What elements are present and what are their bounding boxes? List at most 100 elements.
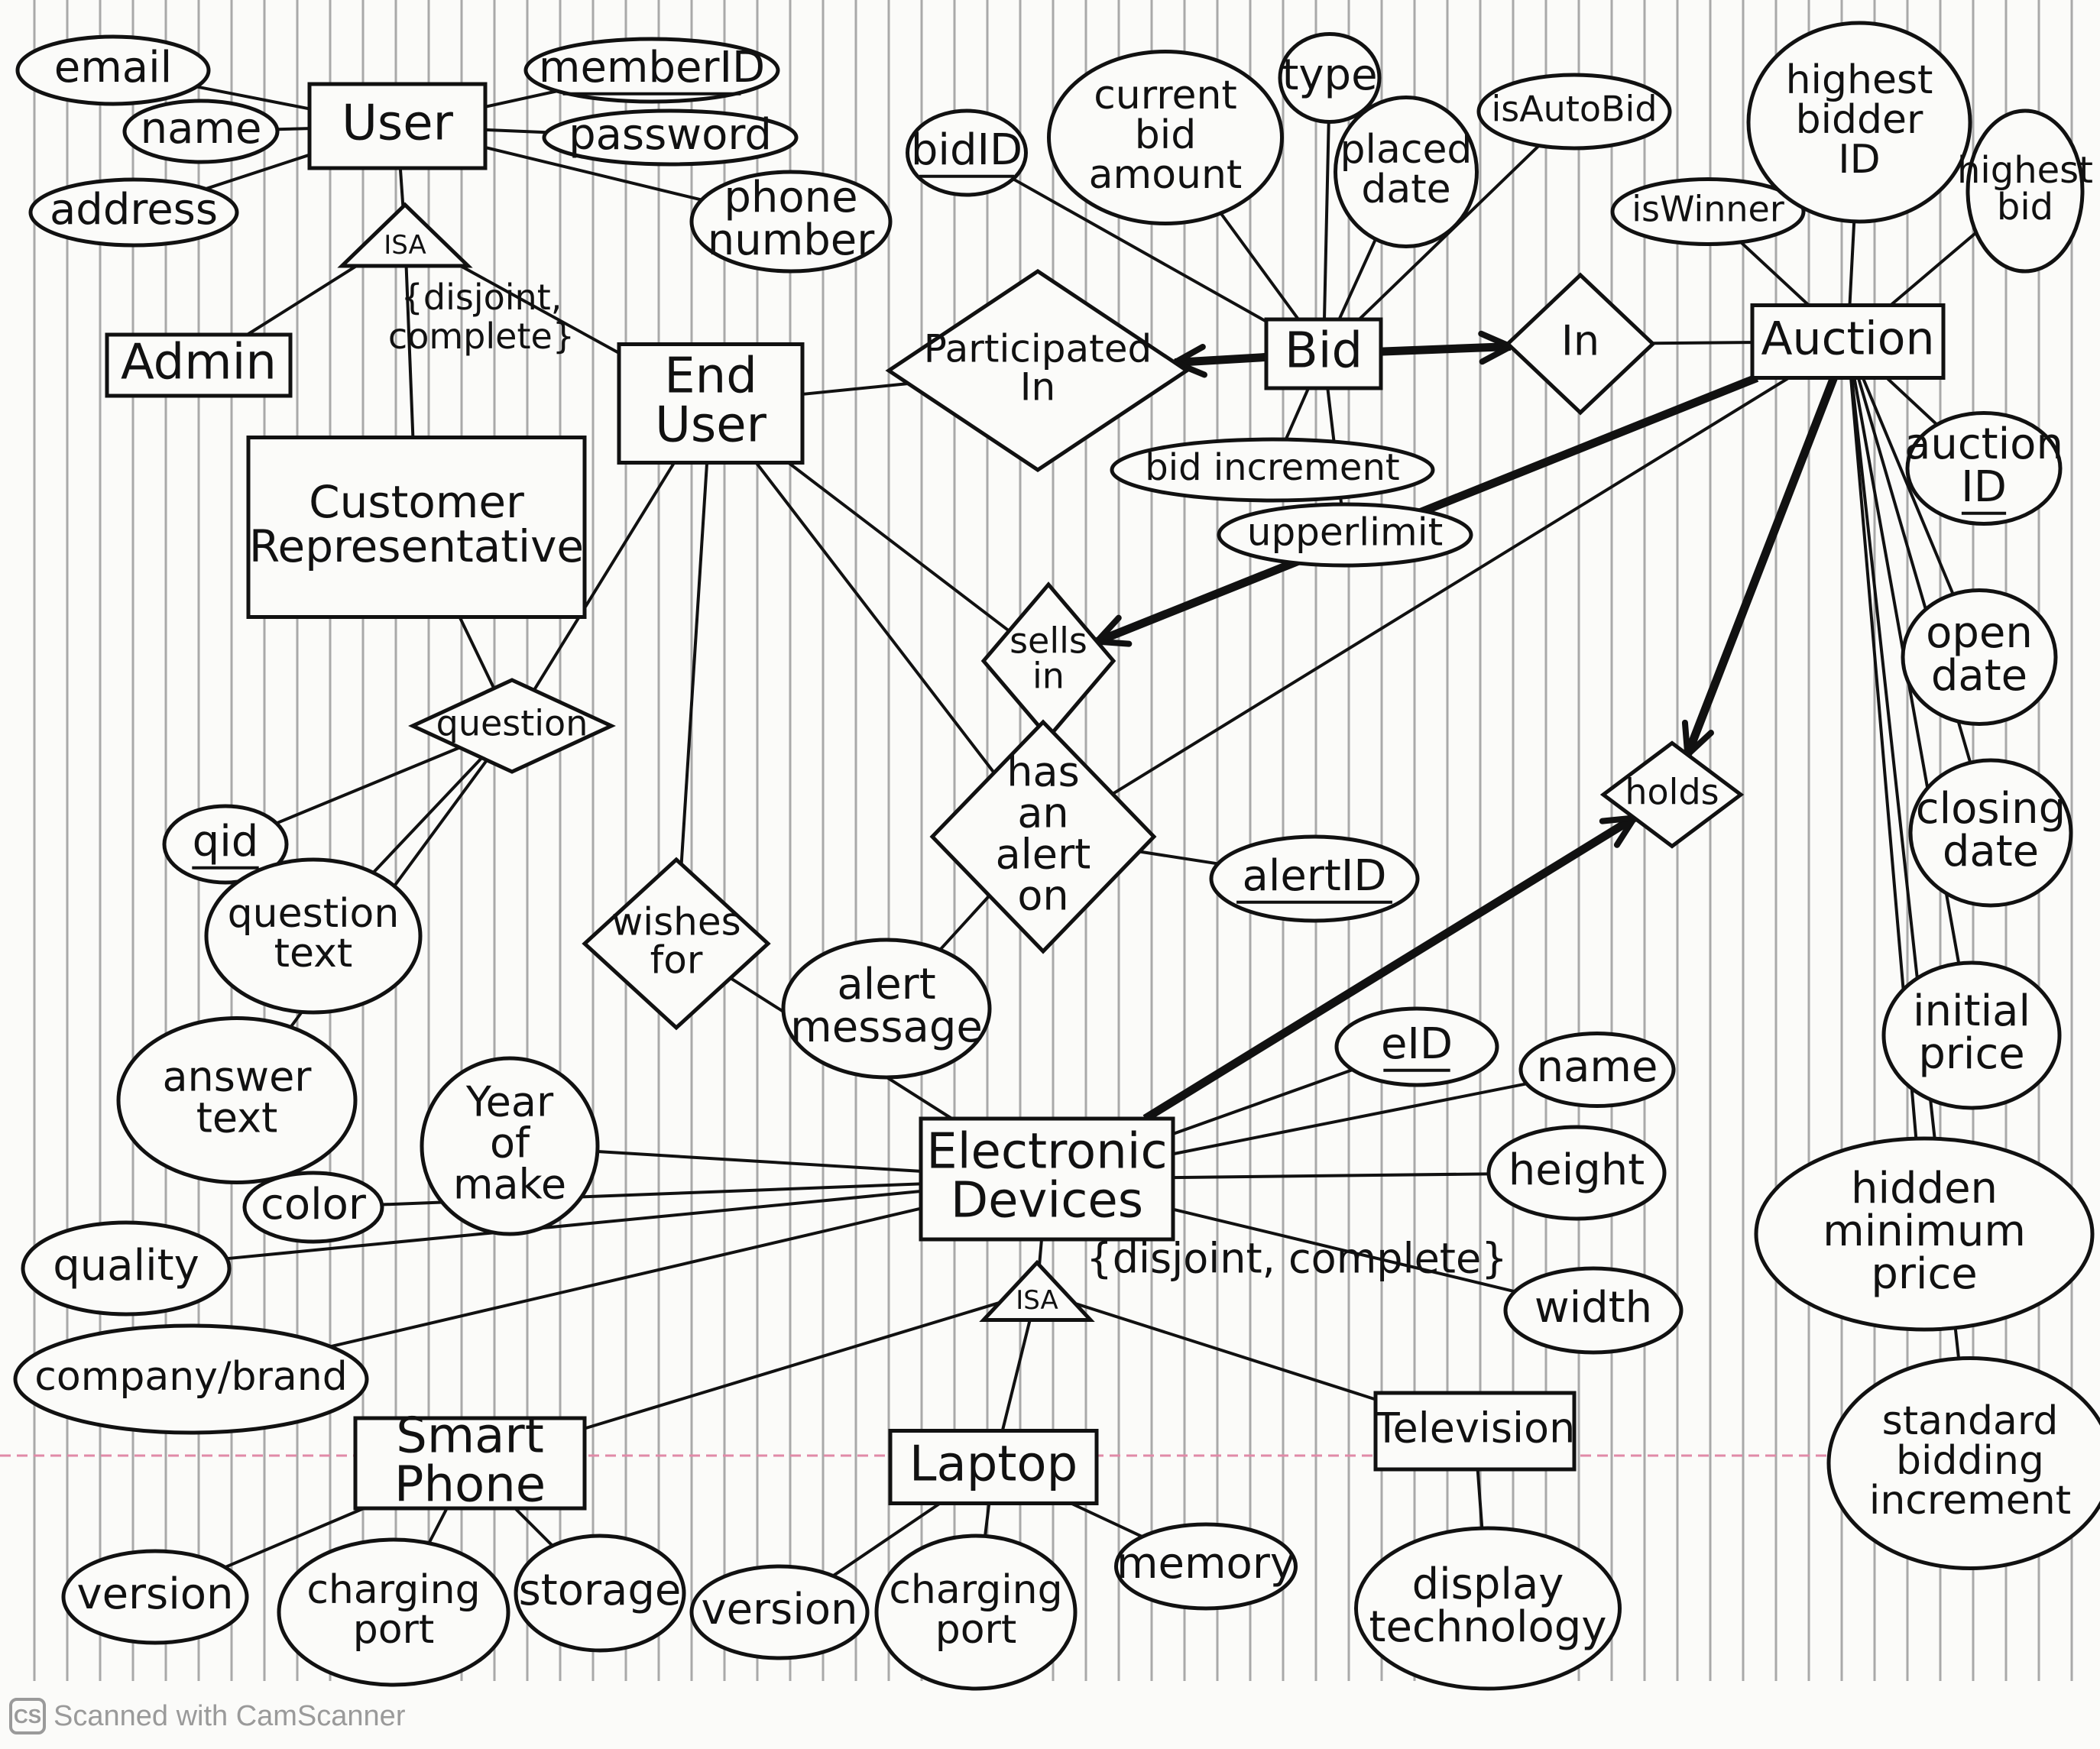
display-label: technology bbox=[1369, 1602, 1607, 1652]
hbidder-label: ID bbox=[1838, 137, 1880, 183]
display-label: display bbox=[1412, 1560, 1564, 1609]
edge-enduser-question bbox=[533, 462, 676, 692]
edge-alert-alertmsg bbox=[938, 894, 991, 951]
edge-custrep-question bbox=[458, 616, 496, 689]
sellsin-label: in bbox=[1032, 656, 1065, 697]
bidinc-shape bbox=[1110, 437, 1435, 503]
in-relationship: In bbox=[1505, 272, 1656, 416]
scanner-watermark: CS Scanned with CamScanner bbox=[9, 1695, 405, 1738]
hidden-label: hidden bbox=[1851, 1164, 1998, 1213]
participated-label: Participated bbox=[924, 327, 1152, 371]
quality-shape bbox=[21, 1220, 232, 1317]
arrow-bid-in bbox=[1380, 342, 1511, 356]
arrow-bid-participated bbox=[1174, 352, 1267, 367]
isa2-isa: ISA bbox=[979, 1259, 1095, 1322]
alert-label: an bbox=[1017, 789, 1068, 837]
year-label: make bbox=[453, 1161, 566, 1209]
user-shape bbox=[307, 82, 488, 170]
bid-entity: Bid bbox=[1264, 317, 1383, 390]
email-attribute: email bbox=[15, 34, 211, 106]
edge-smartphone-spversion bbox=[224, 1507, 365, 1569]
bidinc-attribute: bid increment bbox=[1110, 437, 1435, 503]
closing-label: closing bbox=[1916, 784, 2066, 834]
edge-electronic-isa2 bbox=[1038, 1239, 1044, 1265]
display-shape bbox=[1354, 1526, 1622, 1691]
address-shape bbox=[28, 177, 239, 248]
color-attribute: color bbox=[242, 1171, 384, 1244]
alertid-shape bbox=[1209, 834, 1420, 923]
edge-electronic-height bbox=[1172, 1172, 1489, 1180]
spversion-label: version bbox=[76, 1569, 233, 1619]
qid-label: qid bbox=[193, 817, 259, 866]
bid-shape bbox=[1264, 317, 1383, 390]
stdinc-label: bidding bbox=[1896, 1438, 2044, 1484]
television-entity: Television bbox=[1373, 1391, 1577, 1472]
closing-shape bbox=[1908, 758, 2073, 908]
memory-label: memory bbox=[1116, 1539, 1295, 1589]
question-relationship: question bbox=[408, 678, 616, 774]
edge-question-qid bbox=[275, 746, 461, 825]
edge-bid-bidid bbox=[1012, 177, 1267, 323]
height-attribute: height bbox=[1486, 1125, 1667, 1221]
lpversion-attribute: version bbox=[689, 1564, 870, 1660]
laptop-entity: Laptop bbox=[888, 1429, 1099, 1505]
edge-bid-curbid bbox=[1219, 212, 1300, 321]
stdinc-shape bbox=[1826, 1356, 2100, 1570]
laptop-shape bbox=[888, 1429, 1099, 1505]
edge-enduser-alert bbox=[754, 462, 996, 774]
edge-isa2-television bbox=[1070, 1300, 1376, 1401]
custrep-shape bbox=[246, 436, 587, 619]
auction-entity: Auction bbox=[1750, 303, 1946, 380]
phone-label: number bbox=[708, 215, 876, 265]
curbid-label: amount bbox=[1089, 152, 1243, 198]
spcharging-label: charging bbox=[306, 1567, 480, 1613]
edge-electronic-year bbox=[597, 1150, 922, 1173]
lpversion-label: version bbox=[701, 1585, 857, 1634]
open-label: open bbox=[1926, 608, 2033, 658]
qtext-label: text bbox=[274, 931, 353, 977]
bidinc-label: bid increment bbox=[1145, 446, 1399, 489]
edge-user-email bbox=[196, 85, 310, 111]
edge-auction-iswinner bbox=[1739, 241, 1810, 306]
ename-shape bbox=[1518, 1032, 1676, 1108]
participated-shape bbox=[885, 268, 1191, 473]
memory-shape bbox=[1114, 1522, 1298, 1611]
edge-enduser-sellsin bbox=[787, 461, 1010, 633]
enduser-label: User bbox=[655, 397, 767, 454]
uname-label: name bbox=[141, 104, 262, 154]
placed-label: placed bbox=[1340, 127, 1473, 173]
constraint-label: {disjoint, complete} bbox=[1086, 1235, 1507, 1283]
user-entity: User bbox=[307, 82, 488, 170]
camscanner-logo: CS bbox=[9, 1698, 46, 1734]
sellsin-label: sells bbox=[1009, 620, 1087, 662]
address-attribute: address bbox=[28, 177, 239, 248]
hbid-label: highest bbox=[1957, 149, 2093, 192]
smartphone-label: Phone bbox=[394, 1457, 546, 1514]
memberid-label: memberID bbox=[539, 43, 765, 92]
arrow-auction-holds bbox=[1684, 376, 1838, 756]
lpcharging-label: charging bbox=[889, 1567, 1062, 1613]
admin-shape bbox=[105, 332, 293, 398]
edge-auction-open bbox=[1861, 377, 1955, 595]
lpversion-shape bbox=[689, 1564, 870, 1660]
type-attribute: type bbox=[1278, 32, 1382, 124]
auctionid-label: ID bbox=[1961, 462, 2007, 512]
edge-isa2-laptop bbox=[1000, 1316, 1032, 1431]
phone-shape bbox=[689, 170, 893, 274]
edge-user-phone bbox=[484, 145, 702, 202]
isautobid-attribute: isAutoBid bbox=[1476, 73, 1672, 151]
color-shape bbox=[242, 1171, 384, 1244]
open-shape bbox=[1901, 588, 2058, 726]
custrep-label: Customer bbox=[309, 476, 524, 528]
